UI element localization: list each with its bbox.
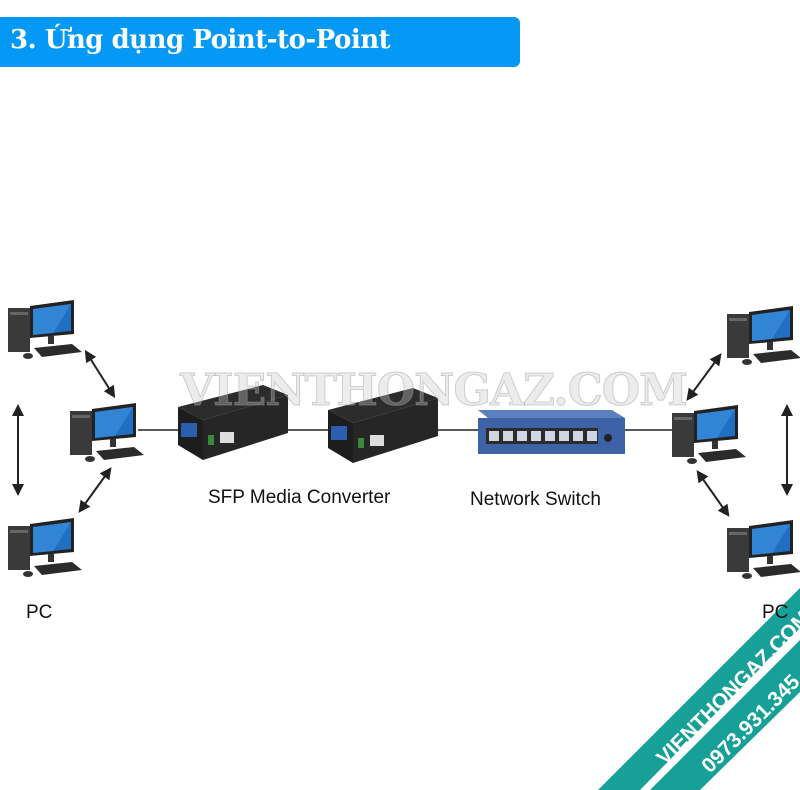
- arrow-left-lower: [78, 467, 112, 513]
- pc-left-label: PC: [26, 602, 53, 623]
- arrow-left-upper: [84, 349, 116, 399]
- arrow-right-lower: [696, 470, 730, 517]
- pc-left-top: [8, 300, 82, 359]
- arrow-right-upper: [686, 353, 722, 401]
- pc-right-label: PC: [762, 602, 789, 623]
- pc-left-bottom: [8, 518, 82, 577]
- watermark: VIENTHONGAZ.COM: [180, 365, 689, 417]
- converter-label: SFP Media Converter: [208, 487, 391, 508]
- pc-right-top: [727, 306, 800, 365]
- network-switch: [478, 410, 625, 454]
- switch-label: Network Switch: [470, 489, 601, 510]
- pc-right-bottom: [727, 520, 800, 579]
- pc-left-middle: [70, 403, 144, 462]
- section-header: 3. Ứng dụng Point-to-Point: [0, 17, 520, 67]
- section-title: 3. Ứng dụng Point-to-Point: [10, 25, 391, 55]
